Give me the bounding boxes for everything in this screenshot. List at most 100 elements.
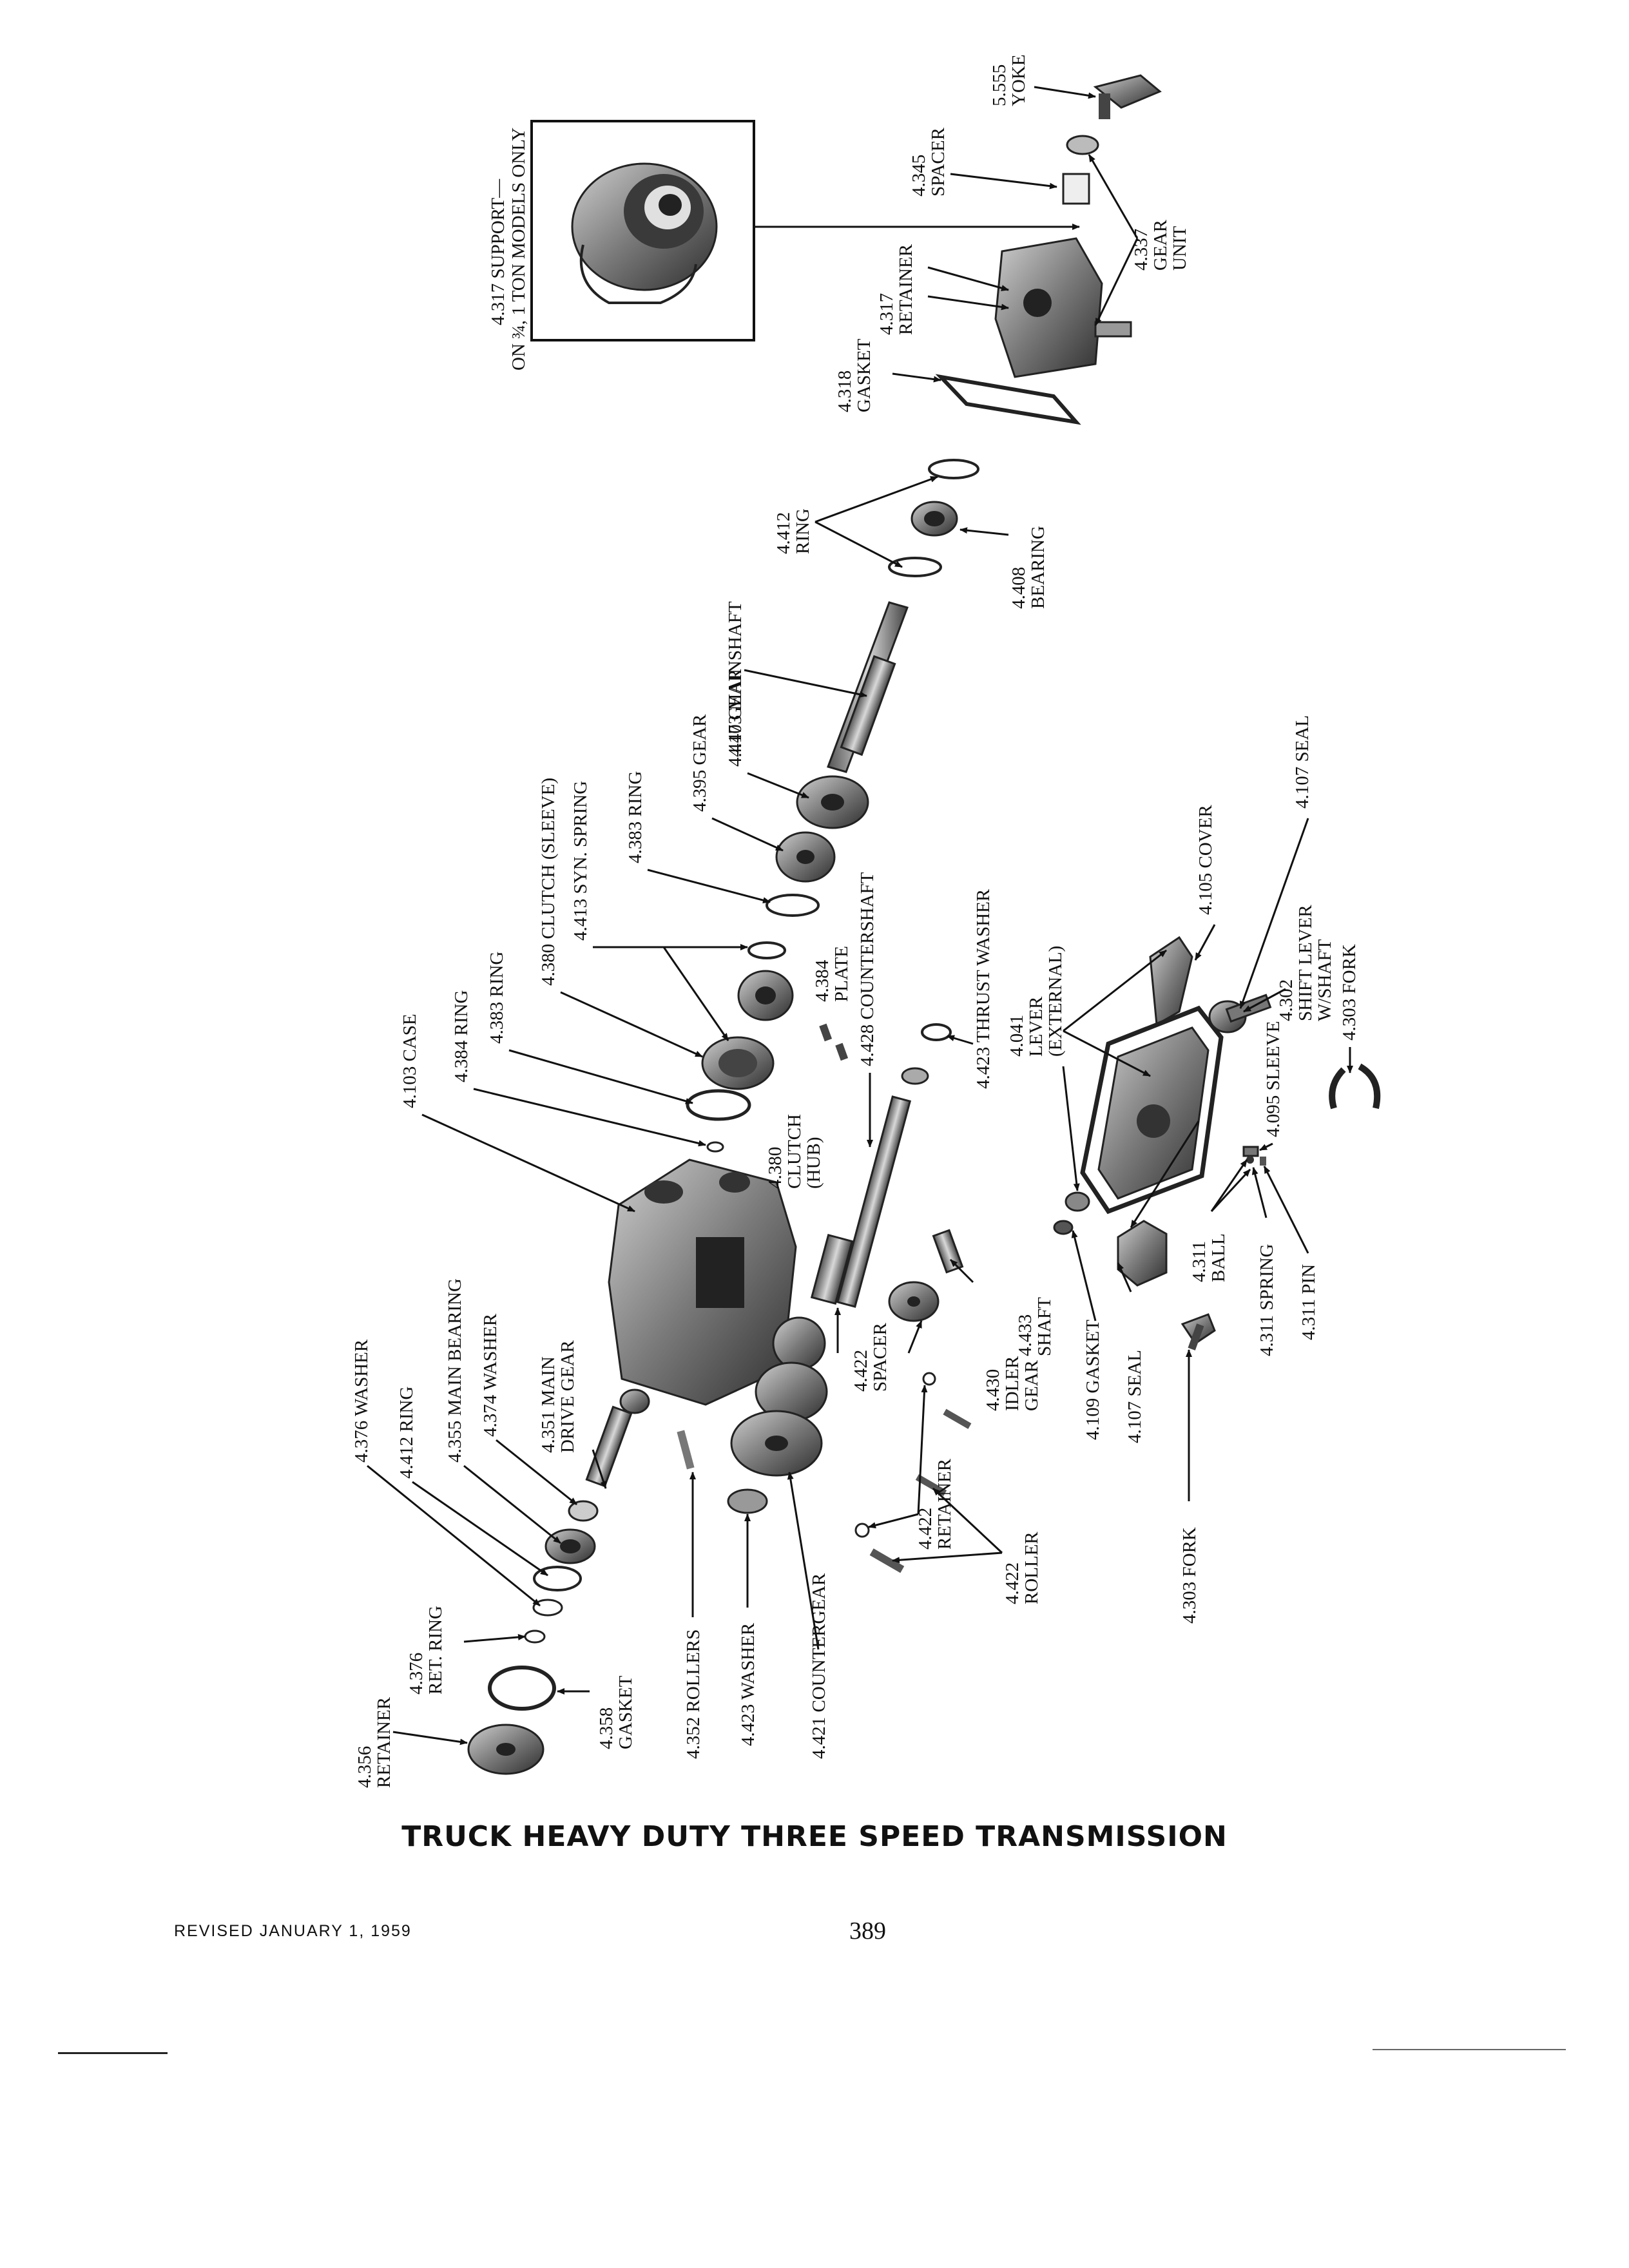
label-spacer-4422-num: 4.422	[851, 1350, 871, 1392]
gear-4417-part	[796, 775, 869, 829]
label-ring-4412-top-name: RING	[793, 508, 813, 554]
ring-4383-part	[766, 894, 820, 917]
label-idler-l2: IDLER	[1002, 1356, 1023, 1411]
label-plate-num: 4.384	[812, 959, 833, 1002]
label-main-drive-l2: DRIVE GEAR	[557, 1340, 578, 1453]
label-washer-4374: 4.374 WASHER	[480, 1313, 501, 1437]
shift-lever-part	[1208, 994, 1272, 1033]
label-clutch-hub-num: 4.380	[765, 1147, 786, 1189]
label-clutch-sleeve: 4.380 CLUTCH (SLEEVE)	[538, 778, 559, 986]
label-syn-spring: 4.413 SYN. SPRING	[570, 781, 591, 941]
fork-4303-bottom-part	[1181, 1313, 1216, 1350]
label-clutch-hub-l3: (HUB)	[804, 1137, 824, 1189]
label-seal-top: 4.107 SEAL	[1292, 715, 1313, 809]
clutch-hub-part	[737, 970, 794, 1021]
label-fork-top: 4.303 FORK	[1339, 944, 1360, 1041]
inset-caption-line1: 4.317 SUPPORT—	[488, 178, 508, 325]
label-ball-name: BALL	[1208, 1233, 1229, 1282]
mainshaft-part	[827, 601, 909, 773]
label-gear-4395: 4.395 GEAR	[689, 714, 710, 812]
label-cover: 4.105 COVER	[1195, 805, 1216, 915]
label-gear-unit-num: 4.337	[1131, 229, 1152, 271]
cover-4105-part	[1149, 936, 1193, 1026]
label-ring-4412: 4.412 RING	[396, 1387, 417, 1479]
countergear-part	[730, 1316, 828, 1477]
ring-part-lower	[888, 557, 942, 577]
washer-4376-part	[532, 1599, 563, 1617]
spacer-part	[1062, 135, 1099, 205]
label-spacer-4422-name: SPACER	[870, 1322, 891, 1392]
support-part-image	[571, 162, 718, 304]
yoke-part	[1093, 74, 1162, 119]
label-retainer-4422-name: RETAINER	[934, 1458, 955, 1550]
label-roller-name: ROLLER	[1021, 1532, 1042, 1604]
label-main-drive-l1: 4.351 MAIN	[538, 1356, 559, 1453]
lever-external-part	[1053, 1191, 1090, 1235]
label-ret-ring-name: RET. RING	[425, 1606, 446, 1695]
label-gear-unit-l3: UNIT	[1170, 226, 1190, 271]
spacer-4422-part	[810, 1233, 854, 1305]
thrust-washer-part-1	[921, 1023, 952, 1041]
label-ring-4383-top: 4.383 RING	[625, 771, 646, 863]
label-shift-lever-l2: SHIFT LEVER	[1295, 905, 1316, 1021]
syn-spring-part	[747, 941, 786, 959]
label-shaft-num: 4.433	[1015, 1314, 1036, 1356]
washer-4374-part	[568, 1500, 599, 1522]
label-gasket-4358-num: 4.358	[596, 1707, 617, 1749]
label-thrust-washer: 4.423 THRUST WASHER	[973, 889, 994, 1089]
label-lever-ext-l2: LEVER	[1026, 996, 1046, 1057]
gear-4395-part	[775, 831, 836, 883]
label-lever-ext-num: 4.041	[1007, 1015, 1027, 1057]
retainer-4422-parts	[854, 1372, 936, 1538]
inset-caption-line2: ON ¾, 1 TON MODELS ONLY	[508, 128, 529, 370]
label-retainer-4317-name: RETAINER	[896, 244, 916, 335]
label-washer-4376: 4.376 WASHER	[351, 1339, 372, 1463]
revision-date: REVISED JANUARY 1, 1959	[174, 1922, 412, 1940]
shift-assembly-part	[1117, 1220, 1168, 1287]
label-roller-num: 4.422	[1002, 1562, 1023, 1604]
label-countergear: 4.421 COUNTERGEAR	[809, 1573, 829, 1759]
label-gear-4417: 4.417 GEAR	[725, 669, 746, 767]
label-mainshaft: 4.403 MAINSHAFT	[725, 601, 746, 757]
label-spacer-4345-name: SPACER	[928, 127, 949, 197]
gasket-4318-part	[935, 374, 1081, 425]
edge-mark-right	[1373, 2049, 1566, 2050]
label-sleeve: 4.095 SLEEVE	[1263, 1021, 1284, 1137]
gasket-4358-part	[488, 1666, 556, 1711]
label-retainer-4356-num: 4.356	[354, 1746, 375, 1788]
label-bearing-name: BEARING	[1028, 526, 1048, 609]
label-bearing-num: 4.408	[1008, 567, 1029, 609]
label-case: 4.103 CASE	[400, 1014, 420, 1108]
label-main-bearing: 4.355 MAIN BEARING	[445, 1278, 465, 1463]
sleeve-pin-ball-parts	[1242, 1146, 1266, 1166]
thrust-washer-part-2	[901, 1067, 929, 1085]
retainer-housing-part	[994, 237, 1132, 378]
gasket-cover-assembly-part	[1080, 1005, 1224, 1215]
label-plate-name: PLATE	[831, 946, 852, 1002]
ret-ring-part	[524, 1629, 546, 1644]
label-retainer-4356-name: RETAINER	[374, 1696, 394, 1788]
label-countershaft: 4.428 COUNTERSHAFT	[857, 872, 878, 1066]
plate-part	[819, 1023, 849, 1061]
label-gasket-4318-name: GASKET	[854, 338, 874, 412]
ring-4412-part	[533, 1566, 582, 1591]
label-gasket-4109: 4.109 GASKET	[1083, 1320, 1103, 1440]
clutch-sleeve-part	[701, 1036, 775, 1090]
label-spring: 4.311 SPRING	[1257, 1244, 1277, 1356]
label-lever-ext-l3: (EXTERNAL)	[1045, 946, 1066, 1057]
leader-lines	[367, 86, 1353, 1745]
label-clutch-hub-l2: CLUTCH	[784, 1114, 805, 1189]
label-idler-num: 4.430	[983, 1369, 1003, 1411]
label-shift-lever-l3: W/SHAFT	[1315, 939, 1335, 1021]
case-part	[608, 1158, 797, 1406]
main-drive-gear-part	[585, 1389, 650, 1488]
label-shift-lever-num: 4.302	[1276, 979, 1296, 1021]
part-labels: 5.555 YOKE 4.345 SPACER 4.337 GEAR UNIT …	[351, 54, 1360, 1788]
label-gasket-4358-name: GASKET	[615, 1675, 636, 1749]
label-yoke-num: 5.555	[989, 64, 1010, 106]
label-rollers-4352: 4.352 ROLLERS	[683, 1629, 704, 1759]
idler-gear-part	[888, 1281, 940, 1322]
label-idler-l3: GEAR	[1021, 1360, 1042, 1411]
label-seal-bottom: 4.107 SEAL	[1124, 1350, 1145, 1443]
